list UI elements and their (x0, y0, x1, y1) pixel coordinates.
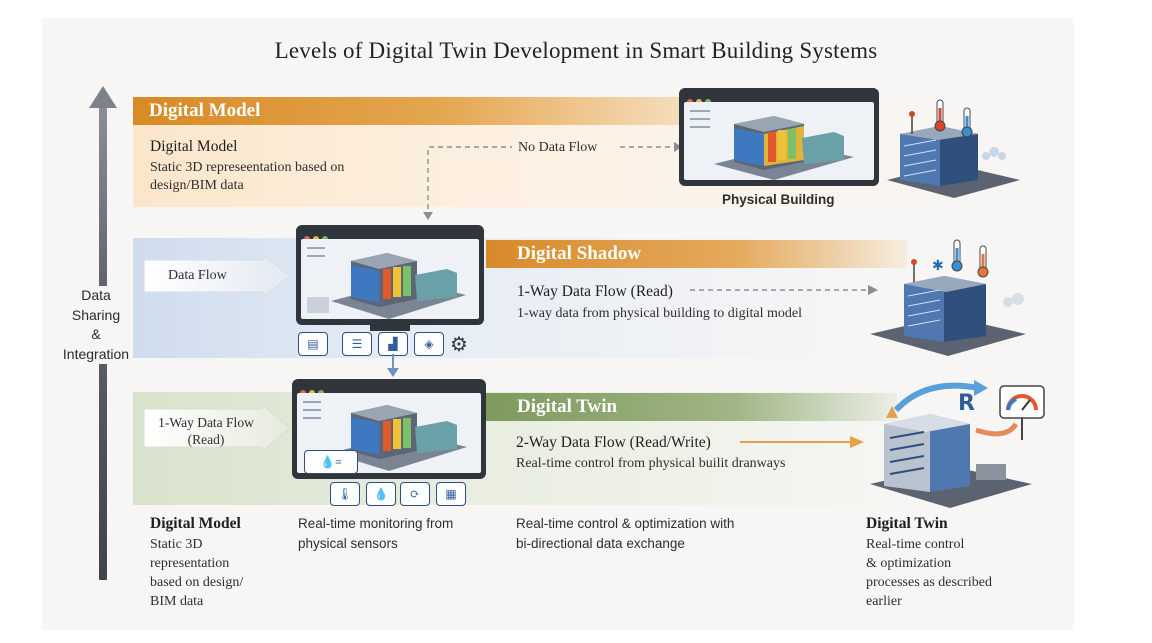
axis-label-line3: & (91, 326, 101, 342)
no-data-flow-label: No Data Flow (518, 140, 598, 155)
bottom-col2-desc: Real-time monitoring from physical senso… (298, 514, 453, 554)
physical-building-twin: R (870, 380, 1045, 508)
digital-twin-header: Digital Twin (486, 393, 897, 421)
bim-model-heatmap-shadow (307, 247, 466, 319)
physical-building-top (887, 99, 1020, 198)
axis-label-line4: Integration (62, 345, 130, 362)
axis-label: Data Sharing & Integration (46, 286, 146, 364)
digital-shadow-header: Digital Shadow (486, 240, 907, 268)
report-icon: ▤ (298, 332, 328, 356)
digital-model-header: Digital Model (133, 97, 694, 125)
top-monitor (679, 88, 879, 186)
monitor-stand (370, 325, 410, 331)
bottom-col1-title: Digital Model (150, 515, 241, 532)
cycle-icon: ⟳ (400, 482, 430, 506)
twin-input-arrow (144, 405, 291, 451)
water-drop-icon: 💧 (366, 482, 396, 506)
middle-monitor (296, 225, 484, 325)
digital-model-subtitle: Digital Model (150, 138, 238, 155)
bottom-col4-line: earlier (866, 594, 902, 609)
digital-model-desc-line1: Static 3D represeentation based on (150, 160, 345, 175)
bottom-col4-line: processes as described (866, 575, 992, 590)
no-data-flow-connector (423, 142, 680, 220)
digital-twin-flow-desc: Real-time control from physical builit d… (516, 456, 786, 471)
digital-model-desc-line2: design/BIM data (150, 178, 244, 193)
svg-text:✱: ✱ (932, 258, 944, 274)
bottom-col3-line: Real-time control & optimization with (516, 516, 735, 531)
bottom-col4-title: Digital Twin (866, 515, 948, 532)
sensor-icon: ◈ (414, 332, 444, 356)
bottom-col2-line: physical sensors (298, 536, 398, 551)
digital-shadow-flow-desc: 1-way data from physical building to dig… (517, 306, 802, 321)
axis-label-line2: Sharing (71, 306, 121, 323)
data-flow-input-label: Data Flow (168, 268, 227, 283)
axis-arrow-head (89, 86, 117, 108)
digital-shadow-flow-title: 1-Way Data Flow (Read) (517, 283, 673, 300)
axis-label-line1: Data (81, 287, 111, 303)
bottom-col4-desc: Real-time control & optimization process… (866, 535, 992, 611)
digital-twin-flow-title: 2-Way Data Flow (Read/Write) (516, 434, 711, 451)
twin-input-label-line2: (Read) (187, 432, 225, 447)
bottom-col1-line: BIM data (150, 594, 204, 609)
write-flow-arrow (740, 436, 864, 448)
twin-input-label-line1: 1-Way Data Flow (158, 415, 254, 430)
read-flow-arrow (690, 285, 878, 295)
physical-building-label: Physical Building (722, 192, 835, 207)
panel-icon: ▦ (436, 482, 466, 506)
thermometer-icon: 🌡 (330, 482, 360, 506)
bottom-col1-line: representation (150, 556, 230, 571)
gear-icon: ⚙ (450, 334, 468, 356)
diagram-title: Levels of Digital Twin Development in Sm… (274, 38, 878, 63)
bottom-col3-desc: Real-time control & optimization with bi… (516, 514, 734, 554)
down-arrow (387, 354, 399, 377)
bottom-col4-line: & optimization (866, 556, 952, 571)
factory-icon: ▟ (378, 332, 408, 356)
bottom-col1-desc: Static 3D representation based on design… (150, 535, 243, 611)
twin-input-label: 1-Way Data Flow (Read) (150, 414, 262, 448)
bottom-col4-line: Real-time control (866, 537, 965, 552)
bottom-col1-line: Static 3D (150, 537, 203, 552)
bim-model-heatmap-twin (303, 401, 467, 471)
physical-building-middle: ✱ (870, 239, 1026, 356)
list-icon: ☰ (342, 332, 372, 356)
bim-model-heatmap (690, 110, 854, 180)
bottom-col3-line: bi-directional data exchange (516, 536, 685, 551)
twin-badge: R (958, 391, 975, 416)
bottom-col1-line: based on design/ (150, 575, 244, 590)
data-flow-input-arrow (144, 256, 291, 296)
water-data-icon: 💧≡ (304, 450, 358, 474)
bottom-col2-line: Real-time monitoring from (298, 516, 454, 531)
